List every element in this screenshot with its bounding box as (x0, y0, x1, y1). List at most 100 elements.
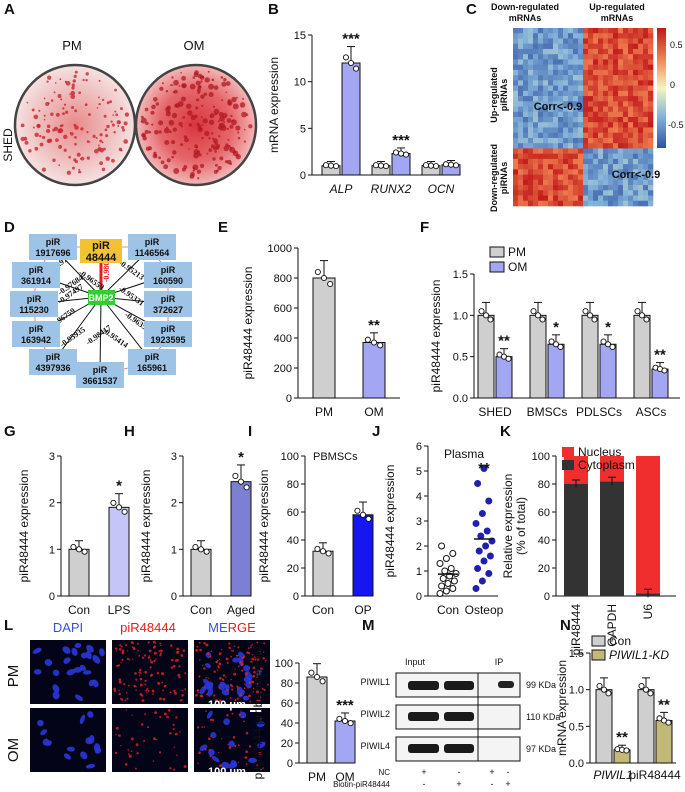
pirna-node-label: piR (161, 324, 176, 334)
pirna-node-id: 165961 (137, 363, 167, 373)
nucleus-spot (71, 647, 78, 656)
probe-spot (203, 642, 206, 645)
stain-dot (70, 94, 76, 100)
x-tick-label: piR48444 (569, 604, 583, 656)
heatmap-cell (518, 137, 524, 144)
heatmap-cell (613, 153, 619, 160)
heatmap-cell (583, 90, 589, 97)
probe-spot (236, 697, 239, 700)
band (408, 681, 439, 690)
pirna-node (12, 262, 60, 288)
stain-dot (115, 113, 119, 117)
stain-dot (163, 127, 170, 134)
heatmap-cell (618, 48, 624, 55)
heatmap-cell (643, 174, 649, 181)
probe-spot (207, 737, 211, 741)
heatmap-cell (603, 158, 609, 165)
stain-dot (105, 134, 109, 138)
heatmap-cell (573, 111, 579, 118)
data-point (605, 690, 612, 697)
heatmap-cell (573, 59, 579, 65)
stain-dot (196, 88, 201, 93)
bar (230, 481, 252, 597)
pirna-node-id: 163942 (21, 335, 51, 345)
stain-dot (220, 76, 224, 79)
heatmap-cell (638, 164, 644, 170)
probe-spot (161, 681, 164, 684)
heatmap-cell (543, 96, 549, 102)
heatmap-cell (573, 64, 579, 71)
nucleus-spot (52, 691, 60, 700)
probe-spot (231, 650, 233, 652)
heatmap-cell (593, 185, 599, 191)
heatmap-cell (553, 54, 559, 60)
stain-dot (166, 158, 171, 163)
nucleus-spot (37, 719, 44, 727)
heatmap-cell (513, 96, 519, 102)
panel-letter-b: B (268, 1, 279, 18)
heatmap-cell (648, 127, 654, 134)
probe-spot (176, 754, 178, 756)
legend-swatch-con (591, 635, 606, 647)
heatmap-cell (558, 185, 564, 191)
heatmap-cell (648, 59, 654, 65)
probe-spot (199, 694, 203, 698)
heatmap-cell (623, 195, 629, 202)
heatmap-cell (638, 158, 644, 165)
heatmap-cell (548, 111, 554, 118)
data-point (548, 338, 555, 345)
stain-dot (208, 137, 211, 140)
heatmap-cell (523, 64, 529, 71)
probe-spot (220, 738, 223, 740)
heatmap-cell (528, 127, 534, 134)
heatmap-cell (598, 75, 604, 81)
stain-dot (57, 94, 62, 98)
heatmap-cell (528, 48, 534, 55)
heatmap-cell (573, 200, 579, 207)
probe-spot (124, 699, 127, 702)
heatmap-cell (633, 200, 639, 207)
heatmap-cell (533, 38, 539, 45)
probe-spot (125, 709, 128, 711)
blot-row-label: PIWIL4 (360, 741, 390, 751)
panel-letter-l: L (4, 617, 13, 634)
probe-spot (130, 641, 134, 644)
heatmap-cell (573, 169, 579, 175)
data-point (486, 552, 494, 560)
heatmap-cell (513, 164, 519, 170)
y-axis-label: piR48444 expression (257, 470, 271, 583)
heatmap-cell (573, 122, 579, 128)
stain-dot (210, 132, 214, 135)
pirna-node (144, 262, 192, 288)
heatmap-cell (608, 85, 614, 92)
stain-dot (235, 96, 238, 99)
heatmap-cell (563, 117, 569, 123)
pirna-node-id: 372627 (153, 305, 183, 315)
heatmap-cell (518, 174, 524, 181)
data-point (365, 515, 372, 522)
heatmap-cell (518, 148, 524, 154)
data-point (397, 150, 405, 157)
heatmap-cell (588, 200, 594, 207)
x-tick-label: PM (315, 405, 333, 419)
heatmap-cell (573, 38, 579, 45)
heatmap-cell (643, 106, 649, 113)
heatmap-cell (583, 28, 589, 34)
probe-spot (197, 762, 199, 764)
heatmap-cell (608, 190, 614, 196)
probe-spot (203, 667, 206, 670)
heatmap-cell (568, 54, 574, 60)
probe-spot (169, 691, 172, 694)
stain-dot (62, 112, 65, 116)
heatmap-cell (583, 195, 589, 202)
probe-spot (262, 651, 265, 653)
heatmap-cell (608, 69, 614, 76)
heatmap-cell (578, 75, 584, 81)
stain-dot (221, 125, 227, 131)
stain-dot (58, 144, 63, 149)
heatmap-cell (603, 48, 609, 55)
y-tick-label: 0 (300, 170, 306, 182)
heatmap-cell (648, 169, 654, 175)
heatmap-cell (558, 59, 564, 65)
stain-dot (114, 110, 117, 113)
